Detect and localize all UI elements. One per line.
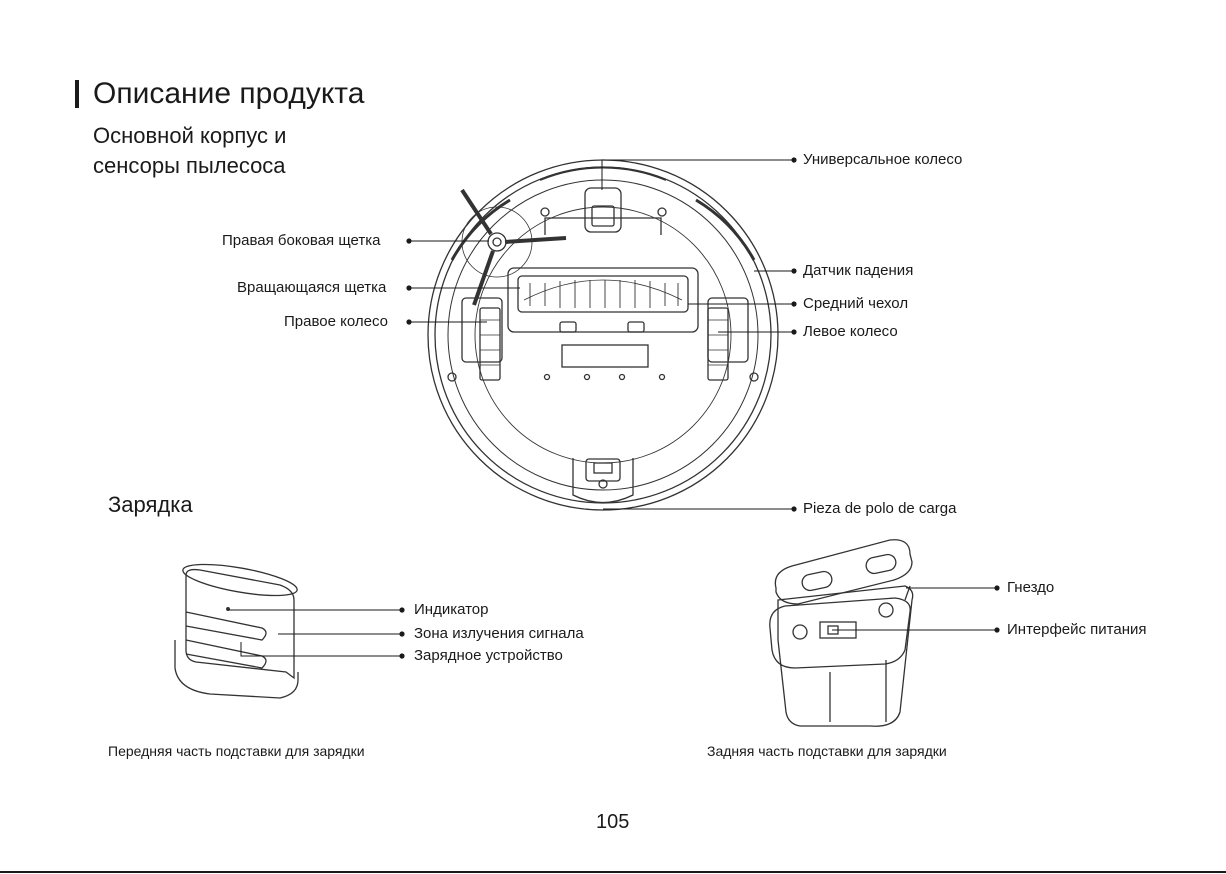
label-indicator: Индикатор xyxy=(414,601,489,619)
label-left-wheel: Левое колесо xyxy=(803,323,898,341)
label-rolling-brush: Вращающаяся щетка xyxy=(237,279,386,297)
dock-front-illustration xyxy=(175,558,299,698)
page-number: 105 xyxy=(596,811,629,834)
label-socket: Гнездо xyxy=(1007,579,1054,597)
label-power-interface: Интерфейс питания xyxy=(1007,621,1147,639)
leader-universal-wheel xyxy=(602,160,794,190)
label-middle-cover: Средний чехол xyxy=(803,295,908,313)
leader-charger xyxy=(241,642,402,656)
label-universal-wheel: Универсальное колесо xyxy=(803,151,962,169)
robot-vacuum-illustration xyxy=(428,160,778,510)
bottom-rule xyxy=(0,871,1226,873)
caption-dock-front: Передняя часть подставки для зарядки xyxy=(108,743,365,759)
label-charger: Зарядное устройство xyxy=(414,647,563,665)
label-charging-contacts: Pieza de polo de carga xyxy=(803,500,956,518)
dock-back-illustration xyxy=(770,540,913,726)
label-right-wheel: Правое колесо xyxy=(284,313,388,331)
label-right-side-brush: Правая боковая щетка xyxy=(222,232,380,250)
label-signal-zone: Зона излучения сигнала xyxy=(414,625,584,643)
label-cliff-sensor: Датчик падения xyxy=(803,262,913,280)
caption-dock-back: Задняя часть подставки для зарядки xyxy=(707,743,947,759)
